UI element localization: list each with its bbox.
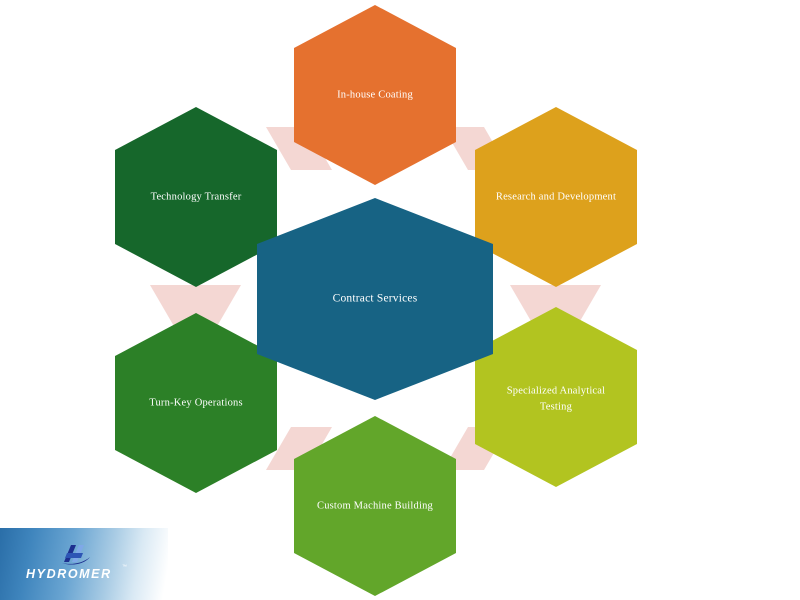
hexagon-in-house-coating[interactable]: In-house Coating <box>294 5 456 185</box>
stylized-h-icon <box>62 545 90 565</box>
logo-wordmark: HYDROMER <box>26 567 112 581</box>
hexagon-label: In-house Coating <box>337 89 413 100</box>
connector-bottom-to-bottomleft <box>266 427 332 470</box>
hexagon-label: Turn-Key Operations <box>149 397 243 408</box>
hexagon-shape[interactable] <box>257 198 493 400</box>
connector-topright-to-bottomright <box>510 285 601 328</box>
hexagon-technology-transfer[interactable]: Technology Transfer <box>115 107 277 287</box>
hexagon-label: Contract Services <box>333 293 418 305</box>
logo-trademark-symbol: ™ <box>122 564 127 570</box>
spoke-hexagons: In-house Coating Research and Developmen… <box>115 5 637 596</box>
hydromer-logo-plate: HYDROMER ™ <box>0 528 168 600</box>
hexagon-label-line-2: Testing <box>540 401 573 412</box>
hexagon-turn-key-operations[interactable]: Turn-Key Operations <box>115 313 277 493</box>
hexagon-label: Custom Machine Building <box>317 500 434 511</box>
hexagon-label: Research and Development <box>496 191 616 202</box>
hexagon-shape[interactable] <box>294 5 456 185</box>
connector-bottomleft-to-topleft <box>150 285 241 328</box>
hexagon-specialized-analytical-testing[interactable]: Specialized Analytical Testing <box>475 307 637 487</box>
hexagon-label: Technology Transfer <box>151 191 242 202</box>
hexagon-research-and-development[interactable]: Research and Development <box>475 107 637 287</box>
hexagon-shape[interactable] <box>475 307 637 487</box>
logo-inner: HYDROMER ™ <box>26 540 127 590</box>
connector-topleft-to-top <box>266 127 332 170</box>
hexagon-contract-services[interactable]: Contract Services <box>257 198 493 400</box>
hexagon-shape[interactable] <box>115 313 277 493</box>
hexagon-label-line-1: Specialized Analytical <box>507 385 606 396</box>
hexagon-shape[interactable] <box>475 107 637 287</box>
hexagon-shape[interactable] <box>294 416 456 596</box>
hexagon-shape[interactable] <box>115 107 277 287</box>
hexagon-custom-machine-building[interactable]: Custom Machine Building <box>294 416 456 596</box>
